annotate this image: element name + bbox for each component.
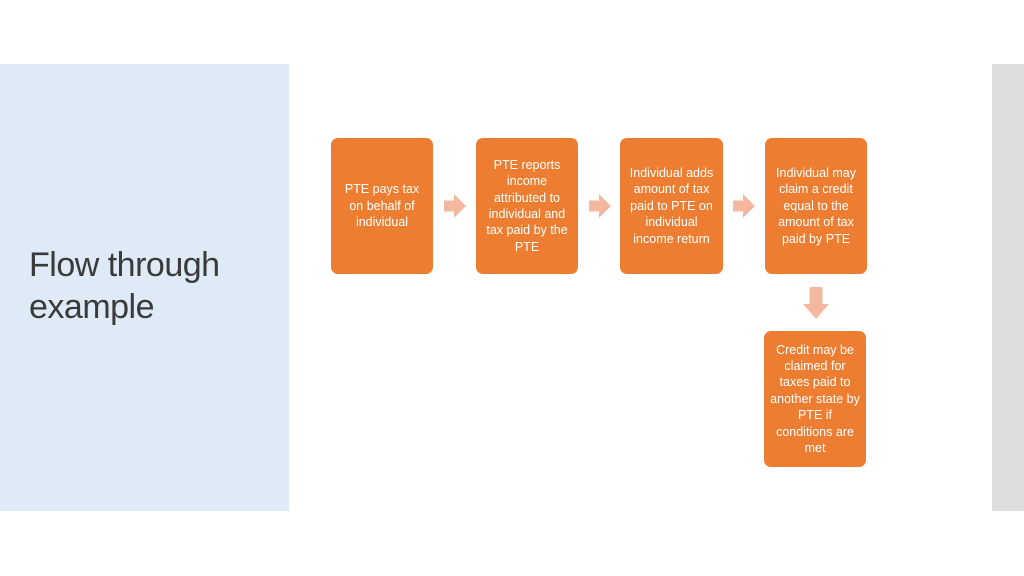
slide-title: Flow through example xyxy=(29,246,220,326)
flow-step-1-text: PTE pays tax on behalf of individual xyxy=(344,182,420,230)
flow-step-3: Individual adds amount of tax paid to PT… xyxy=(620,138,723,274)
arrow-down-icon xyxy=(803,287,829,319)
flow-step-4: Individual may claim a credit equal to t… xyxy=(765,138,867,274)
arrow-right-icon xyxy=(589,194,611,218)
flow-step-5: Credit may be claimed for taxes paid to … xyxy=(764,331,866,467)
flow-step-1: PTE pays tax on behalf of individual xyxy=(331,138,433,274)
arrow-right-icon xyxy=(444,194,466,218)
arrow-right-icon xyxy=(733,194,755,218)
flow-step-2: PTE reports income attributed to individ… xyxy=(476,138,578,274)
flow-step-2-text: PTE reports income attributed to individ… xyxy=(486,157,568,254)
left-panel xyxy=(0,64,289,511)
right-edge-bar xyxy=(992,64,1024,511)
flow-step-5-text: Credit may be claimed for taxes paid to … xyxy=(770,342,860,456)
flow-step-3-text: Individual adds amount of tax paid to PT… xyxy=(629,165,714,246)
flow-step-4-text: Individual may claim a credit equal to t… xyxy=(776,165,856,246)
